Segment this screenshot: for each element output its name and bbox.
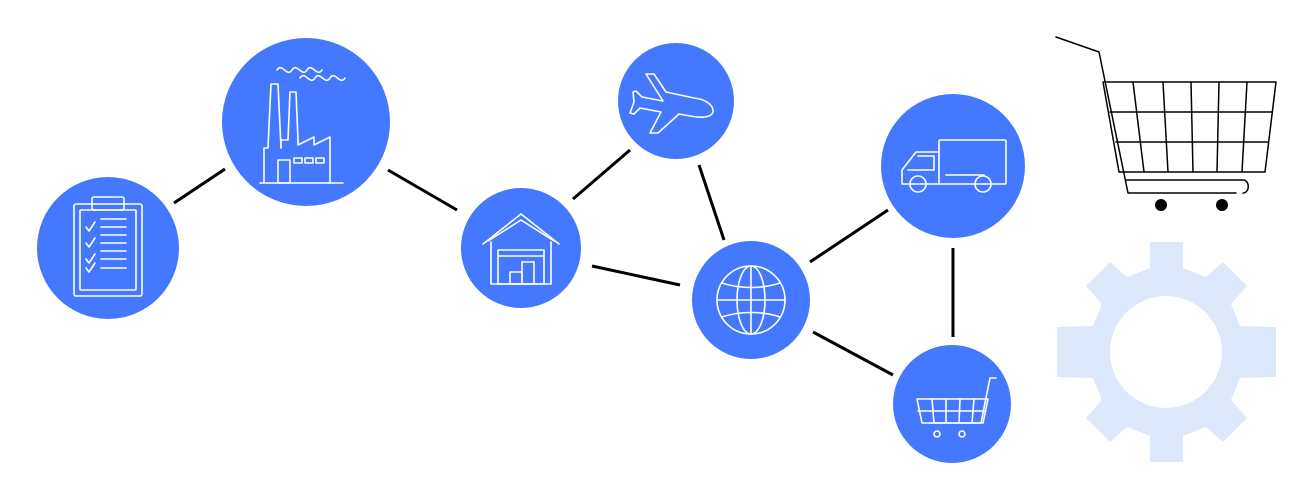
clipboard-checklist-icon bbox=[73, 196, 143, 297]
globe-icon bbox=[716, 265, 786, 335]
network-links bbox=[173, 148, 955, 377]
node-truck bbox=[881, 94, 1025, 238]
link-globe-cart bbox=[812, 330, 894, 377]
gear-icon bbox=[1057, 242, 1276, 462]
link-airplane-globe bbox=[697, 164, 726, 241]
node-shopping-cart bbox=[893, 345, 1011, 463]
link-warehouse-airplane bbox=[572, 148, 631, 201]
node-factory bbox=[222, 38, 390, 206]
node-warehouse bbox=[461, 188, 581, 308]
node-checklist bbox=[37, 177, 179, 319]
airplane-icon bbox=[629, 73, 714, 134]
link-globe-truck bbox=[809, 208, 889, 264]
factory-icon bbox=[259, 66, 346, 184]
delivery-truck-icon bbox=[901, 139, 1007, 193]
link-warehouse-globe bbox=[591, 264, 681, 287]
warehouse-icon bbox=[482, 213, 560, 285]
link-factory-warehouse bbox=[387, 168, 458, 212]
large-shopping-cart-icon bbox=[1055, 36, 1277, 211]
link-checklist-factory bbox=[173, 167, 226, 205]
node-globe bbox=[692, 241, 810, 359]
shopping-cart-icon bbox=[916, 377, 997, 438]
node-airplane bbox=[618, 43, 734, 159]
